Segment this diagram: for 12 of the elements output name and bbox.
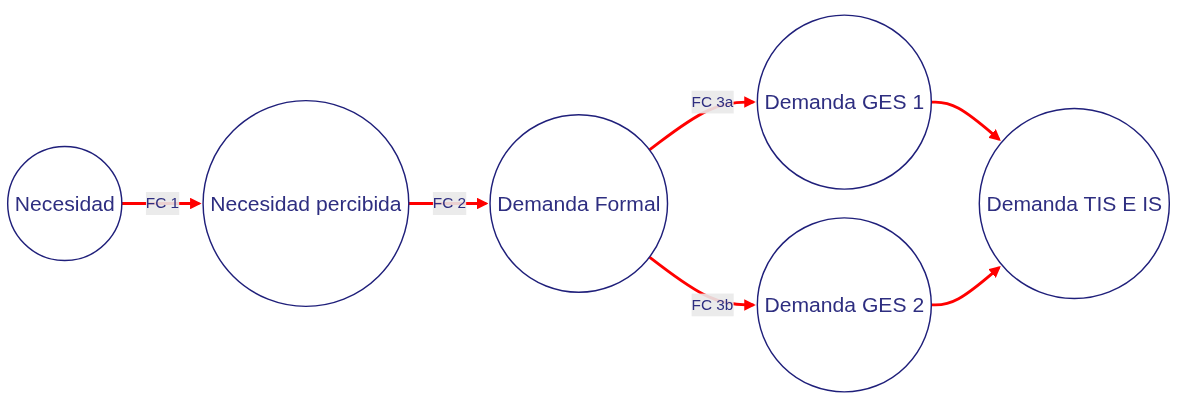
node-circle: Demanda GES 2 xyxy=(756,217,933,393)
node-circle: Demanda TIS E IS xyxy=(978,107,1171,300)
arrow xyxy=(931,100,1001,141)
arrow xyxy=(931,266,1001,307)
node-circle: Necesidad xyxy=(6,145,123,262)
edge-label: FC 1 xyxy=(145,194,180,212)
edge-label: FC 3a xyxy=(691,93,734,110)
node-circle: Demanda Formal xyxy=(489,114,669,293)
edge-label: FC 3b xyxy=(691,296,734,313)
node-circle: Demanda GES 1 xyxy=(756,14,933,190)
edge-label: FC 2 xyxy=(432,194,467,212)
node-circle: Necesidad percibida xyxy=(202,99,410,308)
